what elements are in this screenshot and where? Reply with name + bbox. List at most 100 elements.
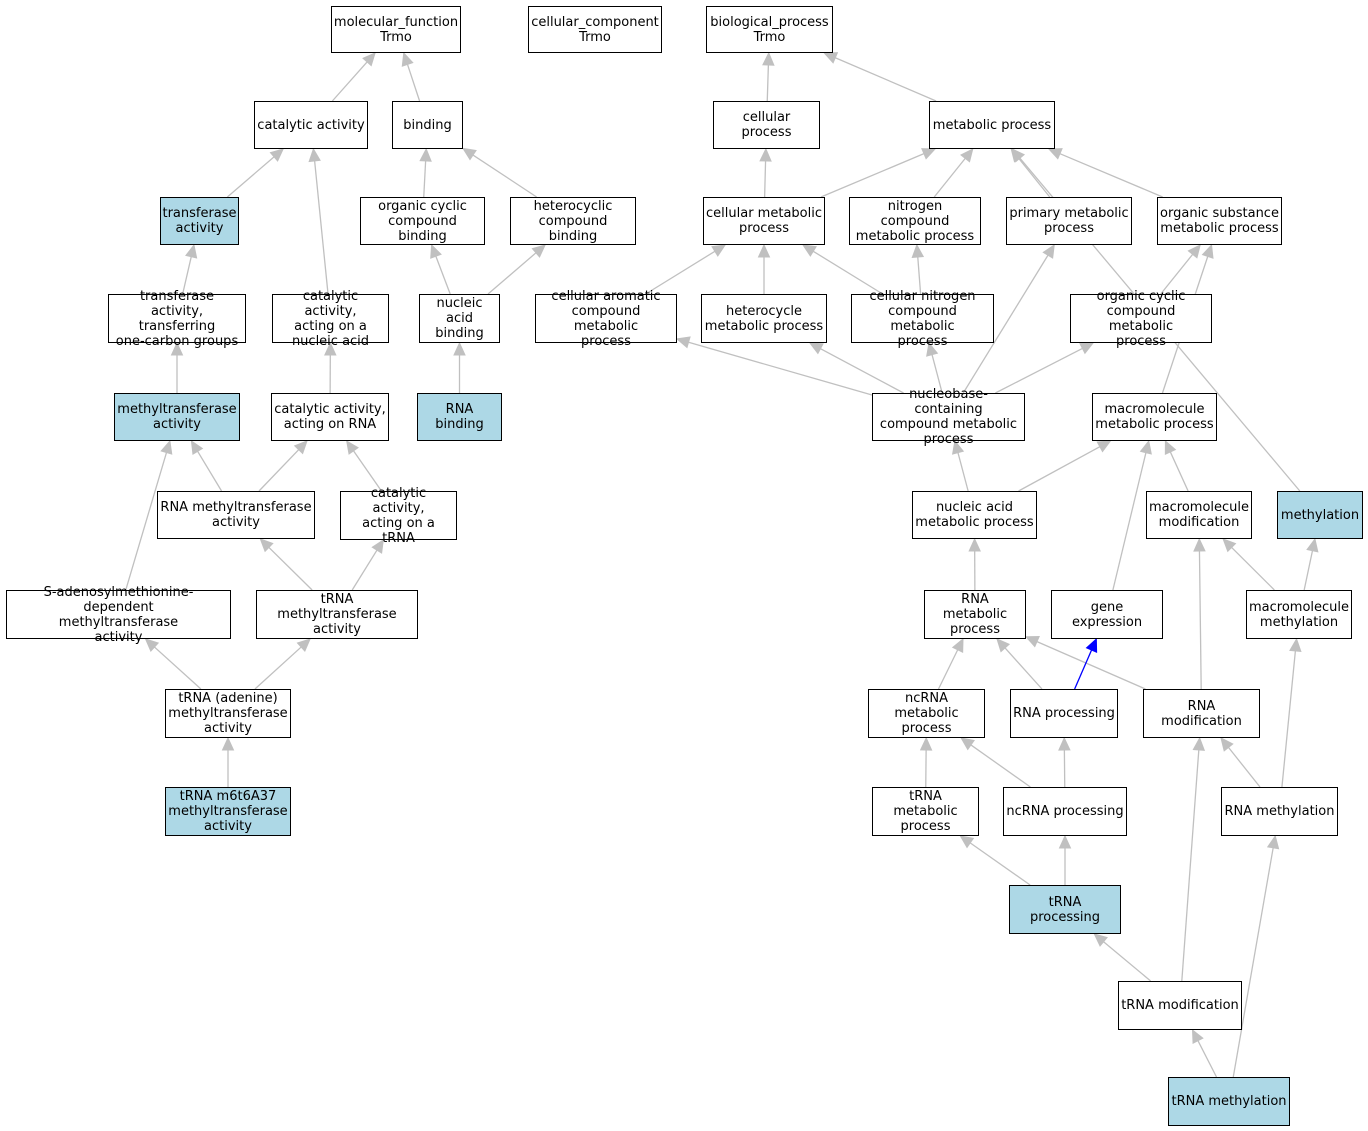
node-transferase: transferase activity xyxy=(160,197,239,245)
edge-arrowhead xyxy=(1191,1028,1204,1044)
edge-line xyxy=(1059,153,1163,198)
edge-line xyxy=(933,157,966,198)
edge-mmeth-to-meth xyxy=(1303,537,1319,591)
edge-trnameth-to-rnameth xyxy=(1232,834,1280,1078)
edge-arrowhead xyxy=(1096,440,1112,453)
edge-line xyxy=(688,341,873,396)
edge-arrowhead xyxy=(1266,834,1280,850)
node-nitrogen-compound: nitrogen compound metabolic process xyxy=(849,197,981,245)
node-heterocycle: heterocycle metabolic process xyxy=(701,294,827,343)
edge-arrowhead xyxy=(269,148,285,162)
edge-arrowhead xyxy=(960,148,974,163)
edge-arrowhead xyxy=(371,538,384,554)
edge-arrowhead xyxy=(296,638,311,653)
edge-rnameth-to-mmeth xyxy=(1281,637,1302,788)
node-trna-adenine: tRNA (adenine) methyltransferase activit… xyxy=(165,689,291,738)
edge-arrowhead xyxy=(762,51,775,66)
edge-line xyxy=(763,160,767,198)
node-rna-methyltransferase: RNA methyltransferase activity xyxy=(157,491,315,539)
edge-cat-to-mf xyxy=(331,52,376,102)
edge-transf-to-cat xyxy=(226,148,285,198)
edge-cattrna-to-catrna xyxy=(346,440,382,492)
edge-arrowhead xyxy=(190,439,204,455)
edge-catna-to-cat xyxy=(308,147,329,295)
edge-hcb-to-bind xyxy=(461,147,537,198)
node-rna-processing: RNA processing xyxy=(1010,689,1118,738)
node-catalytic-activity: catalytic activity, acting on a tRNA xyxy=(340,486,457,546)
edge-line xyxy=(1169,451,1189,492)
node-trna-methylation: tRNA methylation xyxy=(1168,1077,1290,1126)
node-catalytic-activity: catalytic activity xyxy=(254,101,368,149)
edge-line xyxy=(125,452,168,591)
node-catalytic-activity: catalytic activity, acting on RNA xyxy=(271,393,389,441)
edge-line xyxy=(962,254,1049,394)
edge-cacmp-to-cmp xyxy=(645,244,727,295)
edge-arrowhead xyxy=(1093,933,1108,947)
edge-nbcmp-to-hmp xyxy=(808,342,904,394)
edge-arrowhead xyxy=(1047,148,1063,160)
node-macromolecule: macromolecule modification xyxy=(1146,491,1252,539)
edge-arrowhead xyxy=(951,637,964,653)
node-methyltransferase: methyltransferase activity xyxy=(114,393,240,441)
edge-arrowhead xyxy=(259,538,274,553)
edge-trnamod-to-trnaproc xyxy=(1093,933,1152,982)
edge-line xyxy=(197,450,223,492)
edge-line xyxy=(969,842,1031,886)
node-rna-modification: RNA modification xyxy=(1143,689,1260,738)
edge-arrowhead xyxy=(461,147,477,161)
edge-line xyxy=(1232,847,1274,1078)
edge-line xyxy=(1018,157,1051,198)
edge-rnamta-to-mta xyxy=(190,439,223,492)
edge-line xyxy=(1231,547,1275,591)
edge-rnaproc-to-rnamp xyxy=(996,638,1043,690)
node-catalytic-activity: catalytic activity, acting on a nucleic … xyxy=(272,289,389,349)
edge-rnaproc-to-geneexp xyxy=(1074,637,1098,690)
edge-nbcmp-to-cncmp xyxy=(926,341,943,394)
edge-catrna-to-catna xyxy=(324,341,337,394)
edge-line xyxy=(995,347,1083,394)
edge-arrowhead xyxy=(1011,148,1026,163)
edge-arrowhead xyxy=(926,341,939,357)
edge-arrowhead xyxy=(808,342,824,355)
edge-line xyxy=(1018,446,1101,492)
edge-nbcmp-to-occmp xyxy=(995,342,1095,394)
edge-line xyxy=(258,449,300,492)
edge-line xyxy=(1303,550,1314,591)
edge-trnamta-to-rnamta xyxy=(259,538,313,591)
edge-line xyxy=(1198,550,1202,690)
node-ncrna-metabolic: ncRNA metabolic process xyxy=(868,689,985,738)
node-rna-methylation: RNA methylation xyxy=(1221,787,1338,836)
edge-line xyxy=(353,450,382,492)
node-cellular-component: cellular_component Trmo xyxy=(528,6,662,53)
edge-arrowhead xyxy=(221,736,235,751)
node-biological-process: biological_process Trmo xyxy=(706,6,833,53)
edge-arrowhead xyxy=(308,147,321,163)
node-macromolecule: macromolecule methylation xyxy=(1246,590,1352,639)
node-trna-processing: tRNA processing xyxy=(1009,885,1121,934)
node-cellular-metabolic: cellular metabolic process xyxy=(703,197,825,245)
edge-line xyxy=(1036,641,1146,690)
edge-arrowhead xyxy=(160,439,173,455)
edge-arrowhead xyxy=(1079,342,1095,355)
edge-arrowhead xyxy=(1058,834,1072,849)
edge-arrowhead xyxy=(531,244,546,258)
edge-arrowhead xyxy=(362,52,376,67)
edge-ncrnaproc-to-rnaproc xyxy=(1058,736,1071,788)
edge-line xyxy=(1103,941,1152,982)
edge-line xyxy=(812,250,884,295)
node-cellular-process: cellular process xyxy=(713,101,820,149)
edge-arrowhead xyxy=(921,148,937,160)
edge-arrowhead xyxy=(1193,537,1206,552)
edge-line xyxy=(406,64,421,102)
edge-line xyxy=(351,549,378,591)
edge-ncmp-to-metab xyxy=(933,148,974,198)
node-metabolic-process: metabolic process xyxy=(929,101,1055,149)
edge-geneexp-to-mmp xyxy=(1112,439,1152,591)
edge-arrowhead xyxy=(1058,736,1071,751)
edge-m6t6-to-tadmta xyxy=(221,736,235,787)
edge-line xyxy=(820,153,925,198)
edge-trnaproc-to-trnamp xyxy=(959,835,1031,886)
edge-arrowhead xyxy=(419,147,432,162)
node-macromolecule: macromolecule metabolic process xyxy=(1092,393,1217,441)
edge-line xyxy=(313,160,329,295)
